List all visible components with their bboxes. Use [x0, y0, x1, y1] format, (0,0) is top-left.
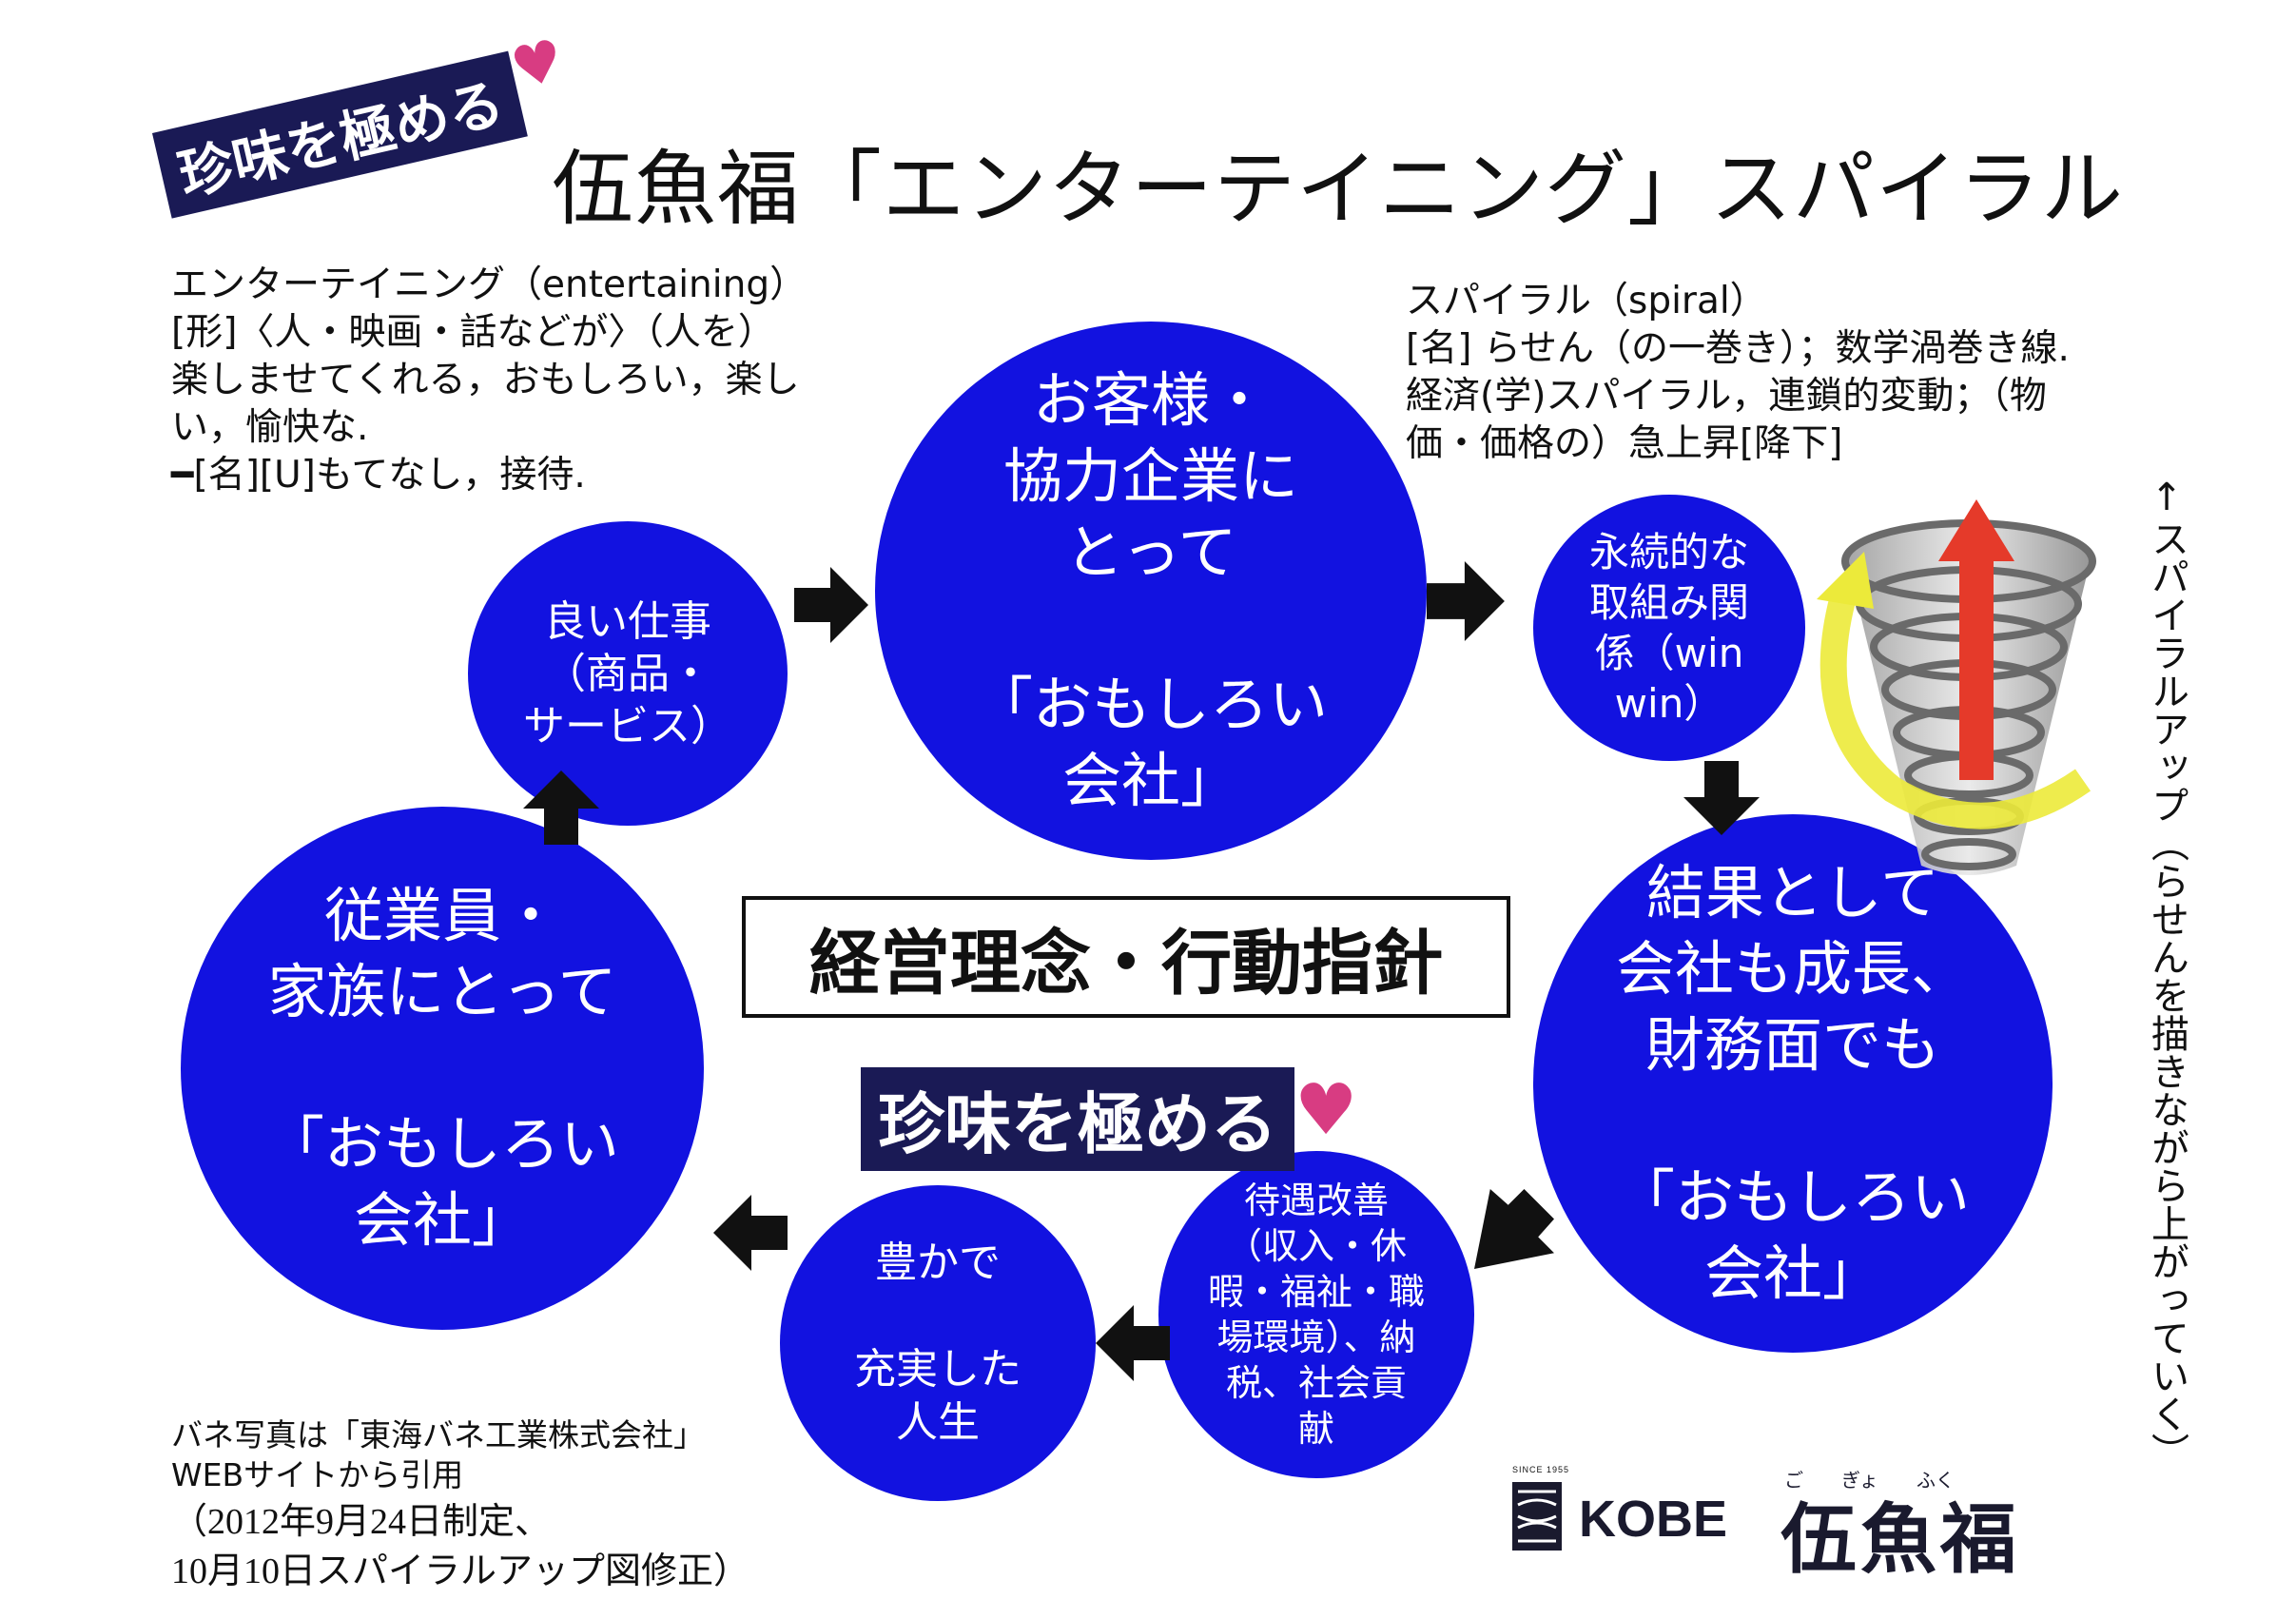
heart-icon: ♥ [1294, 1069, 1358, 1151]
principle-box: 経営理念・行動指針 [742, 896, 1510, 1018]
arrow-down-icon [1683, 761, 1760, 835]
arrow-left-icon [1096, 1305, 1170, 1381]
arrow-down-left-icon [1474, 1189, 1554, 1269]
logo-since: SINCE 1955 [1512, 1465, 1570, 1474]
top-badge: 珍味を極める♥ [152, 27, 577, 219]
definition-entertaining: エンターテイニング（entertaining） [形]〈人・映画・話などが〉（人… [171, 263, 807, 497]
circle-growth: 結果として 会社も成長、 財務面でも 「おもしろい 会社」 [1533, 814, 2053, 1353]
circle-rich-life: 豊かで 充実した 人生 [780, 1185, 1096, 1501]
circle-good-work: 良い仕事 （商品・ サービス） [468, 521, 788, 826]
circle-employees: 従業員・ 家族にとって 「おもしろい 会社」 [181, 807, 704, 1330]
photo-credit: バネ写真は「東海バネ工業株式会社」 WEBサイトから引用 [171, 1416, 705, 1493]
page-title: 伍魚福「エンターテイニング」スパイラル [552, 142, 2124, 237]
circle-treatment: 待遇改善 （収入・休 暇・福祉・職 場環境）、納 税、社会貢 献 [1158, 1151, 1474, 1478]
arrow-right-icon [1427, 561, 1505, 641]
logo-city: KOBE [1579, 1491, 1728, 1548]
company-logo: SINCE 1955 KOBE ご ぎょ ふく 伍魚福 [1512, 1465, 2045, 1584]
definition-spiral: スパイラル（spiral） [名] らせん（の一巻き）；数学渦巻き線. 経済(学… [1406, 280, 2070, 465]
center-badge: 珍味を極める♥ [861, 1067, 1357, 1171]
badge-label: 珍味を極める [152, 50, 528, 219]
arrow-left-icon [713, 1195, 788, 1271]
logo-mark-icon [1512, 1482, 1562, 1551]
arrow-right-icon [794, 567, 868, 643]
spring-illustration [1817, 499, 2096, 875]
circle-win-win: 永続的な 取組み関 係（win win） [1533, 495, 1805, 761]
badge-label: 珍味を極める [861, 1067, 1294, 1171]
vertical-note: ↑スパイラルアップ（らせんを描きながら上がっていく） [2145, 476, 2189, 1471]
logo-name: 伍魚福 [1780, 1495, 2020, 1584]
arrow-up-icon [523, 770, 599, 845]
date-note: （2012年9月24日制定、 10月10日スパイラルアップ図修正） [171, 1502, 750, 1591]
circle-customers: お客様・ 協力企業に とって 「おもしろい 会社」 [875, 322, 1427, 860]
logo-ruby: ご ぎょ ふく [1784, 1469, 1955, 1492]
